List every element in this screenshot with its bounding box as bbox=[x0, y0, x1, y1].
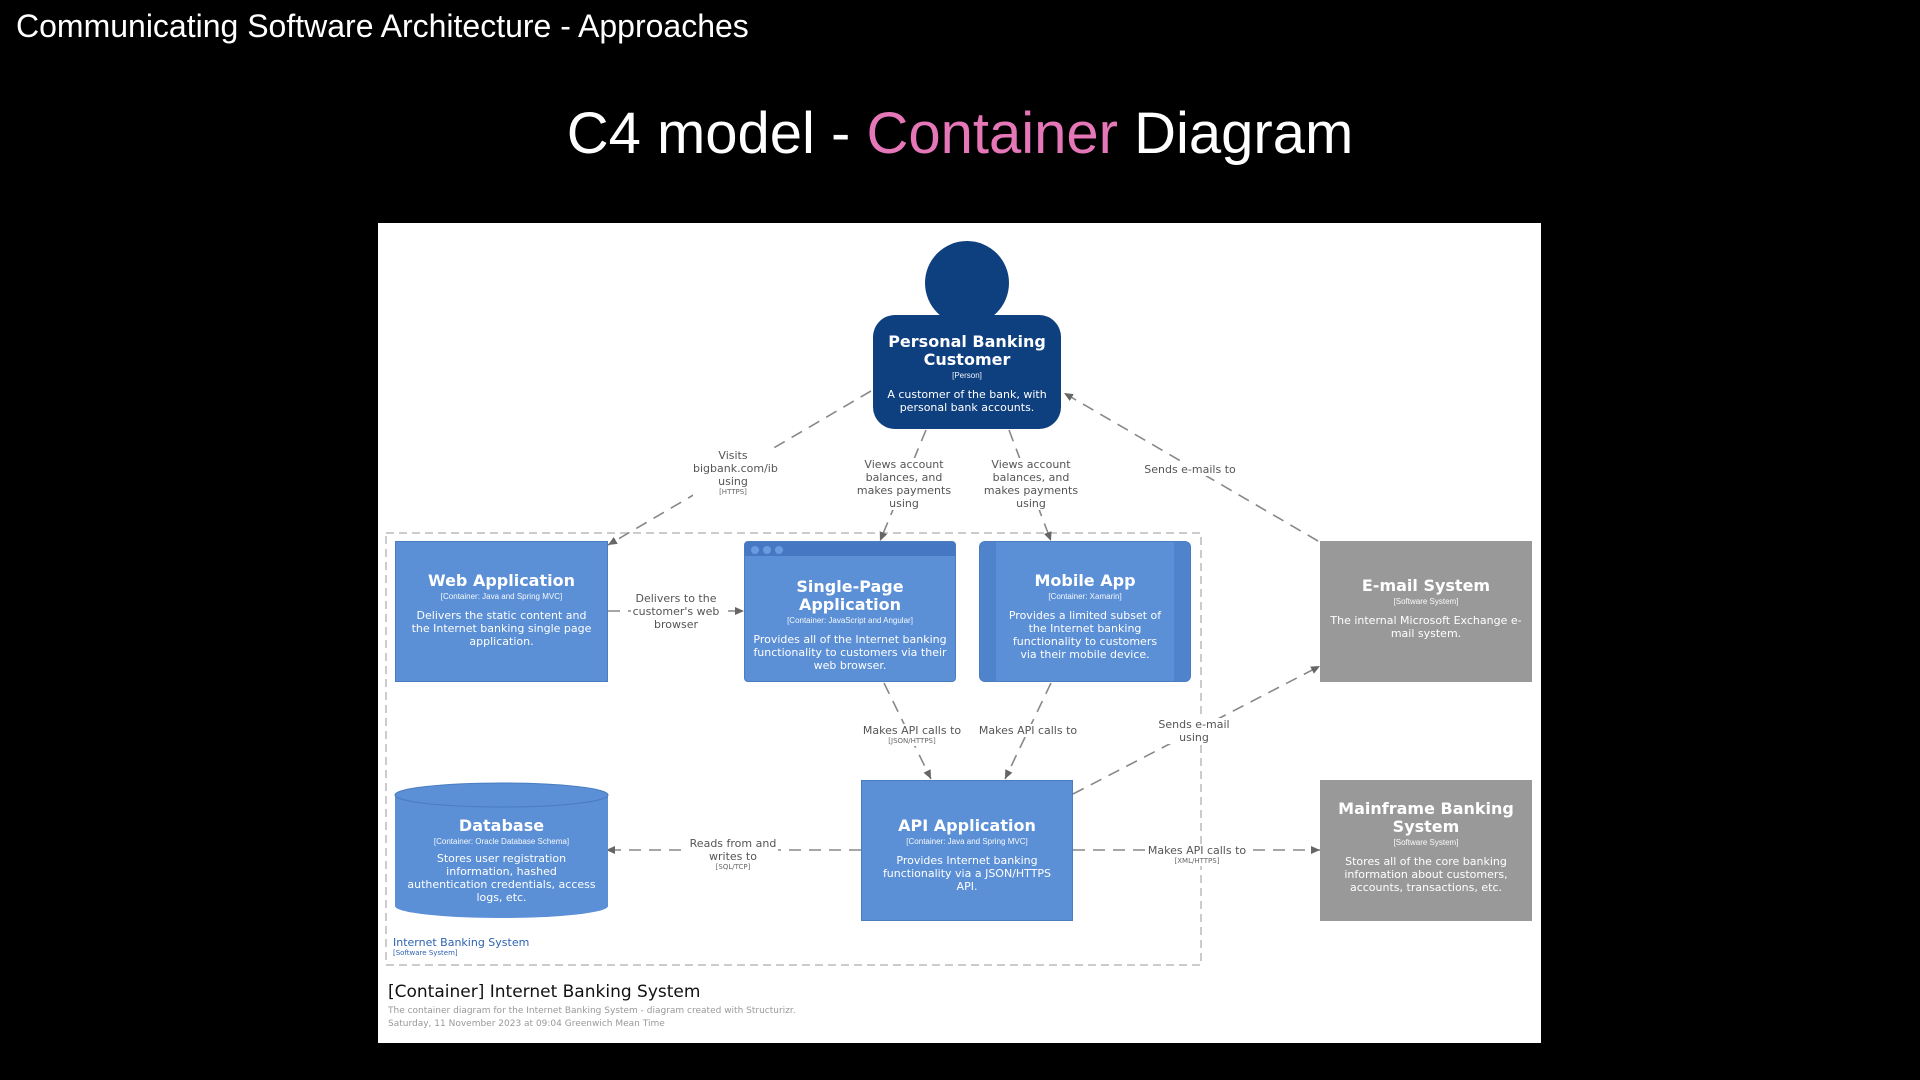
slide-title: C4 model - Container Diagram bbox=[0, 100, 1920, 167]
spa-tech: [Container: JavaScript and Angular] bbox=[787, 616, 913, 625]
person-head-icon bbox=[925, 241, 1009, 325]
views-spa-label: Views account balances, and makes paymen… bbox=[856, 458, 952, 510]
mainframe-description: Stores all of the core banking informati… bbox=[1344, 855, 1508, 894]
person-customer[interactable]: Personal Banking Customer [Person] A cus… bbox=[873, 315, 1061, 429]
api-application[interactable]: API Application [Container: Java and Spr… bbox=[861, 780, 1073, 921]
diagram-edges bbox=[385, 390, 1321, 966]
reads-writes-tech: [SQL/TCP] bbox=[715, 863, 751, 871]
edge-visits bbox=[607, 390, 872, 546]
edge-label-visits: Visits bigbank.com/ib using [HTTPS] bbox=[693, 449, 778, 497]
delivers-label: Delivers to the customer's web browser bbox=[632, 592, 720, 631]
edge-label-mainframe-calls: Makes API calls to [XML/HTTPS] bbox=[1145, 844, 1249, 866]
email-description: The internal Microsoft Exchange e-mail s… bbox=[1330, 614, 1522, 640]
title-accent: Container bbox=[866, 101, 1118, 166]
boundary-label: Internet Banking System [Software System… bbox=[393, 936, 529, 957]
email-system[interactable]: E-mail System [Software System] The inte… bbox=[1320, 541, 1532, 682]
edge-label-reads-writes: Reads from and writes to [SQL/TCP] bbox=[688, 837, 778, 872]
boundary-name: Internet Banking System bbox=[393, 936, 530, 949]
sends-emails-label: Sends e-mails to bbox=[1144, 463, 1236, 476]
title-prefix: C4 model - bbox=[566, 101, 867, 166]
edge-label-sends-email-using: Sends e-mail using bbox=[1156, 718, 1232, 744]
database[interactable]: Database [Container: Oracle Database Sch… bbox=[395, 817, 608, 917]
mainframe-banking-system[interactable]: Mainframe Banking System [Software Syste… bbox=[1320, 780, 1532, 921]
edge-api-spa bbox=[883, 682, 932, 780]
web-app-description: Delivers the static content and the Inte… bbox=[411, 609, 592, 648]
web-application[interactable]: Web Application [Container: Java and Spr… bbox=[395, 541, 608, 682]
api-mobile-label: Makes API calls to bbox=[978, 724, 1078, 737]
slide-header: Communicating Software Architecture - Ap… bbox=[16, 8, 749, 44]
boundary-type: [Software System] bbox=[393, 949, 458, 957]
browser-bar-icon bbox=[745, 542, 955, 556]
caption-description: The container diagram for the Internet B… bbox=[388, 1006, 796, 1016]
mainframe-name: Mainframe Banking System bbox=[1338, 799, 1514, 836]
mobile-app-tech: [Container: Xamarin] bbox=[1048, 592, 1122, 601]
system-boundary bbox=[385, 532, 1202, 966]
edge-sends-email-using bbox=[1072, 665, 1321, 795]
mobile-bezel-right-icon bbox=[1174, 542, 1190, 681]
diagram-panel: Personal Banking Customer [Person] A cus… bbox=[378, 223, 1541, 1043]
edge-label-views-spa: Views account balances, and makes paymen… bbox=[856, 458, 952, 510]
edge-label-api-spa: Makes API calls to [JSON/HTTPS] bbox=[860, 724, 964, 746]
reads-writes-label: Reads from and writes to bbox=[689, 837, 777, 863]
caption-date: Saturday, 11 November 2023 at 09:04 Gree… bbox=[388, 1019, 665, 1029]
person-type: [Person] bbox=[952, 371, 982, 380]
mainframe-calls-label: Makes API calls to bbox=[1147, 844, 1247, 857]
title-suffix: Diagram bbox=[1117, 101, 1354, 166]
api-app-tech: [Container: Java and Spring MVC] bbox=[906, 837, 1028, 846]
edge-label-views-mobile: Views account balances, and makes paymen… bbox=[983, 458, 1079, 510]
single-page-application[interactable]: Single-Page Application [Container: Java… bbox=[744, 541, 956, 682]
spa-name: Single-Page Application bbox=[796, 577, 904, 614]
database-tech: [Container: Oracle Database Schema] bbox=[433, 837, 570, 846]
diagram-caption: [Container] Internet Banking System The … bbox=[388, 982, 796, 1029]
mainframe-tech: [Software System] bbox=[1393, 838, 1459, 847]
database-description: Stores user registration information, ha… bbox=[407, 852, 596, 904]
api-spa-label: Makes API calls to bbox=[862, 724, 962, 737]
sends-email-using-label: Sends e-mail using bbox=[1158, 718, 1230, 744]
person-description: A customer of the bank, with personal ba… bbox=[887, 388, 1047, 414]
mobile-app-name: Mobile App bbox=[1034, 571, 1136, 590]
api-app-description: Provides Internet banking functionality … bbox=[882, 854, 1052, 893]
edge-label-delivers: Delivers to the customer's web browser bbox=[631, 592, 721, 631]
database-name: Database bbox=[458, 816, 545, 835]
api-spa-tech: [JSON/HTTPS] bbox=[888, 737, 936, 745]
mobile-bezel-left-icon bbox=[980, 542, 996, 681]
caption-title: [Container] Internet Banking System bbox=[388, 982, 701, 1002]
database-cylinder bbox=[394, 782, 609, 918]
mobile-app-description: Provides a limited subset of the Interne… bbox=[1008, 609, 1162, 661]
api-app-name: API Application bbox=[898, 816, 1036, 835]
email-name: E-mail System bbox=[1361, 576, 1491, 595]
mainframe-calls-tech: [XML/HTTPS] bbox=[1174, 857, 1220, 865]
edge-label-api-mobile: Makes API calls to bbox=[976, 724, 1080, 737]
web-app-name: Web Application bbox=[427, 571, 575, 590]
visits-tech: [HTTPS] bbox=[719, 488, 747, 496]
edge-api-mobile bbox=[1004, 682, 1052, 780]
web-app-tech: [Container: Java and Spring MVC] bbox=[440, 592, 563, 601]
mobile-app[interactable]: Mobile App [Container: Xamarin] Provides… bbox=[979, 541, 1191, 682]
views-mobile-label: Views account balances, and makes paymen… bbox=[983, 458, 1079, 510]
edge-label-sends-emails: Sends e-mails to bbox=[1144, 463, 1236, 476]
email-tech: [Software System] bbox=[1393, 597, 1459, 606]
person-name: Personal Banking Customer bbox=[888, 332, 1046, 369]
visits-label: Visits bigbank.com/ib using bbox=[693, 449, 778, 488]
spa-description: Provides all of the Internet banking fun… bbox=[753, 633, 947, 672]
